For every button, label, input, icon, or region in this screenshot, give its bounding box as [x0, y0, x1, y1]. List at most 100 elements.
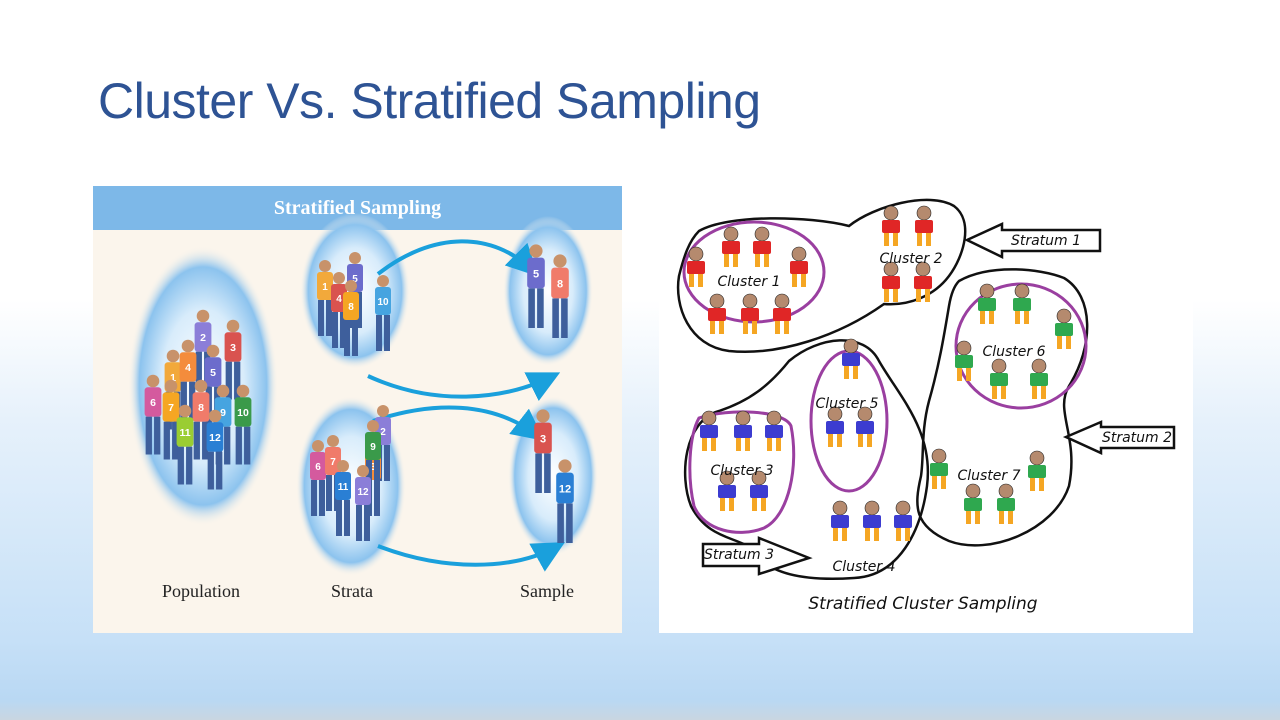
person-leg: [163, 421, 170, 460]
person-leg: [374, 480, 380, 516]
cluster-person-shirt: [842, 353, 860, 366]
person-leg: [244, 426, 251, 465]
cluster-person-head: [742, 293, 758, 309]
person-leg: [384, 315, 390, 351]
cluster-person-leg: [743, 321, 748, 334]
person-head: [345, 280, 357, 292]
person-number: 5: [352, 274, 358, 285]
person-head: [208, 409, 222, 423]
cluster-person-leg: [764, 254, 769, 267]
person-leg: [374, 460, 380, 496]
cluster-person-head: [701, 410, 717, 426]
cluster-person-head: [688, 246, 704, 262]
cluster-person: [750, 470, 768, 511]
stratified-cluster-illustration: Cluster 1 Cluster 2 Cluster 3 Cluster 4 …: [676, 198, 1176, 614]
person-number: 1: [170, 372, 176, 384]
lower-sample-group: 3 12: [534, 409, 574, 543]
cluster-person-shirt: [741, 308, 759, 321]
person-leg: [344, 320, 350, 356]
cluster-person-leg: [784, 321, 789, 334]
cluster-person-head: [895, 500, 911, 516]
cluster-person: [773, 293, 791, 334]
person-head: [178, 404, 192, 418]
person-shirt: [204, 357, 222, 387]
cluster-person-leg: [926, 233, 931, 246]
cluster-person-head: [735, 410, 751, 426]
person-number: 12: [559, 483, 571, 495]
cluster-person-leg: [1066, 336, 1071, 349]
person-figure: 12: [556, 459, 574, 543]
person-number: 11: [179, 427, 190, 439]
cluster-person-head: [1031, 358, 1047, 374]
cluster-person: [1055, 308, 1073, 349]
cluster-person: [842, 338, 860, 379]
cluster-person-leg: [844, 366, 849, 379]
cluster-person-leg: [837, 434, 842, 447]
person-leg: [234, 361, 241, 400]
cluster-person-leg: [992, 386, 997, 399]
person-leg: [340, 312, 346, 348]
person-figure: 1: [317, 260, 333, 336]
cluster-person: [955, 340, 973, 381]
cluster-person-leg: [792, 274, 797, 287]
cluster-person-shirt: [750, 485, 768, 498]
cluster-2-label: Cluster 2: [879, 251, 942, 267]
cluster-person-shirt: [1030, 373, 1048, 386]
cluster-person-leg: [761, 498, 766, 511]
cluster-person-leg: [719, 321, 724, 334]
cluster-person-shirt: [708, 308, 726, 321]
cluster-person-head: [791, 246, 807, 262]
cluster-person-leg: [752, 498, 757, 511]
cluster-person-head: [1014, 283, 1030, 299]
cluster-person: [708, 293, 726, 334]
cluster-person-leg: [752, 321, 757, 334]
person-leg: [224, 426, 231, 465]
person-number: 9: [370, 442, 376, 453]
person-leg: [566, 503, 573, 543]
person-number: 3: [370, 462, 376, 473]
cluster-person-leg: [941, 476, 946, 489]
person-number: 8: [348, 302, 354, 313]
cluster-person-shirt: [790, 261, 808, 274]
cluster-person: [914, 261, 932, 302]
cluster-person-leg: [896, 528, 901, 541]
cluster-person-leg: [989, 311, 994, 324]
person-leg: [207, 451, 214, 490]
cluster-person: [700, 410, 718, 451]
person-figure: 12: [206, 409, 224, 490]
person-shirt: [310, 452, 326, 480]
cluster-person-head: [766, 410, 782, 426]
person-head: [558, 459, 572, 473]
cluster-person-leg: [975, 511, 980, 524]
cluster-person: [753, 226, 771, 267]
person-head: [181, 339, 195, 353]
cluster-person-leg: [1001, 386, 1006, 399]
person-figure: 10: [375, 275, 391, 351]
cluster-4-label: Cluster 4: [832, 559, 895, 575]
cluster-person-leg: [1039, 478, 1044, 491]
person-figure: 3: [534, 409, 552, 493]
person-leg: [186, 446, 193, 485]
cluster-person-shirt: [773, 308, 791, 321]
person-head: [553, 254, 567, 268]
person-leg: [557, 503, 564, 543]
cluster-person-head: [843, 338, 859, 354]
person-shirt: [179, 352, 197, 382]
cluster-person: [978, 283, 996, 324]
person-figure: 6: [310, 440, 326, 516]
person-shirt: [206, 422, 224, 452]
cluster-person-leg: [833, 528, 838, 541]
cluster-person-leg: [893, 289, 898, 302]
upper-arrow-bottom: [367, 372, 561, 402]
cluster-person-shirt: [826, 421, 844, 434]
cluster-person-shirt: [915, 220, 933, 233]
cluster-person-leg: [1030, 478, 1035, 491]
cluster-person-shirt: [930, 463, 948, 476]
cluster-person-leg: [884, 289, 889, 302]
person-figure: 12: [355, 465, 371, 541]
cluster-person-head: [864, 500, 880, 516]
person-leg: [332, 312, 338, 348]
person-shirt: [194, 322, 212, 352]
cluster-person-shirt: [753, 241, 771, 254]
cluster-person-leg: [729, 498, 734, 511]
